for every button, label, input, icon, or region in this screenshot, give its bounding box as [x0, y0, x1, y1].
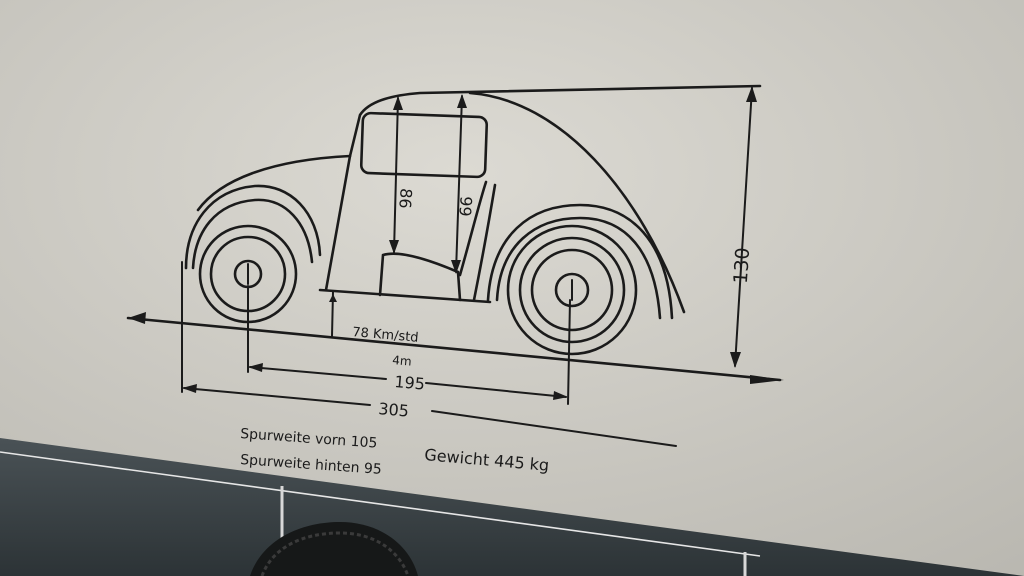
exhibit-tire	[250, 522, 418, 576]
ground-line-arrow-right	[750, 375, 784, 384]
roof-rear-dim-line	[455, 95, 463, 273]
label-wheelbase: 195	[394, 372, 426, 394]
label-height: 130	[730, 247, 754, 285]
rear-seat-back	[458, 180, 488, 277]
label-roof-front: 86	[395, 188, 415, 210]
front-fender	[184, 184, 322, 270]
label-length: 305	[378, 399, 410, 421]
ground-line	[126, 316, 782, 382]
rear-wheel-extension	[567, 299, 571, 405]
height-arrow-bottom	[730, 352, 741, 368]
car-body	[184, 84, 762, 320]
roof-front-dim-line	[393, 97, 399, 253]
label-turning: 4m	[392, 353, 412, 369]
rear-wheel	[506, 224, 638, 356]
height-arrow-top	[746, 86, 757, 102]
rear-seat-panel	[472, 183, 497, 302]
rear-fender	[486, 203, 674, 320]
dimension-lines	[126, 86, 784, 447]
wheelbase-line-right	[425, 382, 567, 398]
exhibit-tire-tread	[260, 531, 410, 576]
ground-line-arrow-left	[128, 312, 146, 324]
front-seat	[378, 252, 462, 302]
rear-body	[468, 91, 686, 314]
length-line-left	[183, 387, 371, 406]
hood-line	[196, 154, 352, 212]
roof-line	[348, 84, 762, 158]
label-roof-rear: 99	[455, 196, 475, 218]
front-bulkhead	[324, 154, 352, 292]
front-fender-inner	[191, 198, 314, 270]
label-speed: 78 Km/std	[352, 325, 419, 346]
rear-fender-inner	[495, 216, 662, 320]
wheelbase-line-left	[249, 366, 387, 380]
floor	[0, 438, 1024, 576]
barrier-rope	[0, 451, 761, 557]
height-dim-line	[734, 87, 753, 367]
side-window	[359, 111, 489, 179]
length-line-right	[431, 410, 677, 447]
floor-line	[318, 288, 492, 304]
